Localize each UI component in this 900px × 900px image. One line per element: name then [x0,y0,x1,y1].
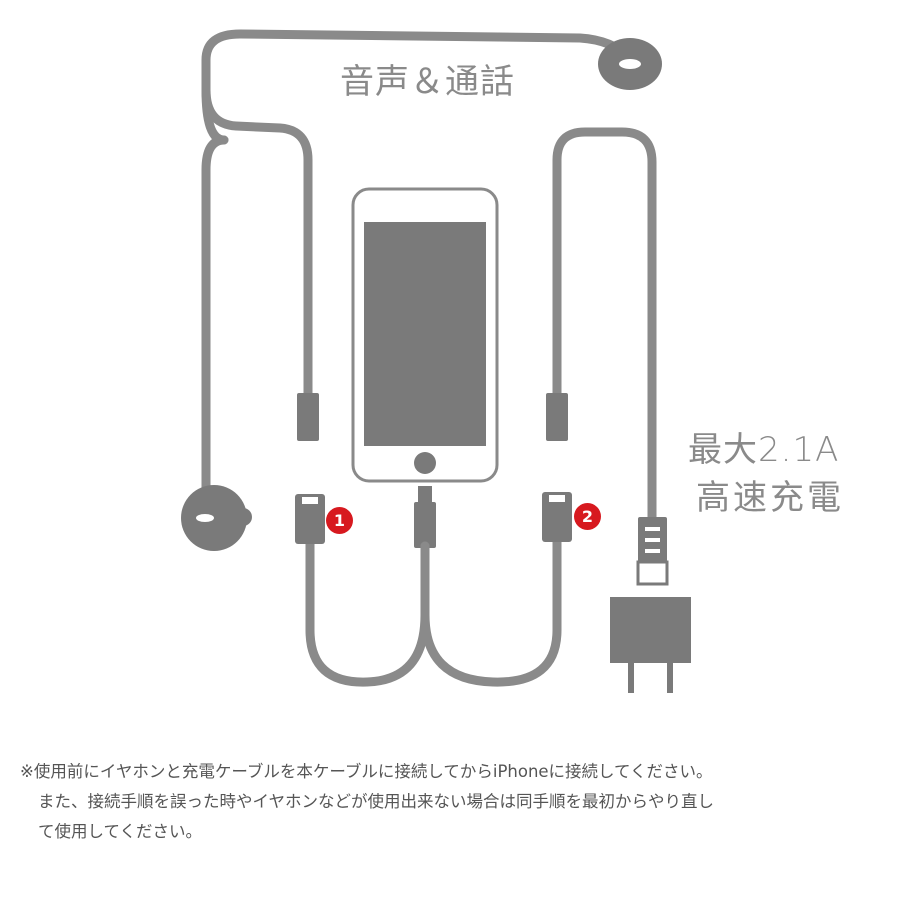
port-1-socket [295,494,325,544]
port-2-badge: 2 [574,503,601,530]
right-earbud-icon [598,38,662,90]
port-2-socket [542,492,572,542]
audio-call-label: 音声＆通話 [340,62,515,102]
note-line-2: また、接続手順を誤った時やイヤホンなどが使用出来ない場合は同手順を最初からやり直… [38,792,715,811]
note-line-1: ※使用前にイヤホンと充電ケーブルを本ケーブルに接続してからiPhoneに接続して… [20,762,713,781]
usb-plug-icon [636,517,669,586]
max-current-label: 最大2.1A [688,430,840,470]
left-earbud-icon [181,485,252,551]
splitter-adapter [305,486,562,687]
fast-charge-label: 高速充電 [696,478,844,518]
note-line-3: て使用してください。 [38,822,203,841]
lightning-plug-icon [546,393,568,441]
earphone-cable [201,29,635,493]
phone-icon [351,187,499,483]
charger-cable [552,127,657,525]
power-adapter-icon [610,597,691,693]
usage-note: ※使用前にイヤホンと充電ケーブルを本ケーブルに接続してからiPhoneに接続して… [20,757,880,847]
earphone-plug-icon [297,393,319,441]
port-1-badge: 1 [326,507,353,534]
